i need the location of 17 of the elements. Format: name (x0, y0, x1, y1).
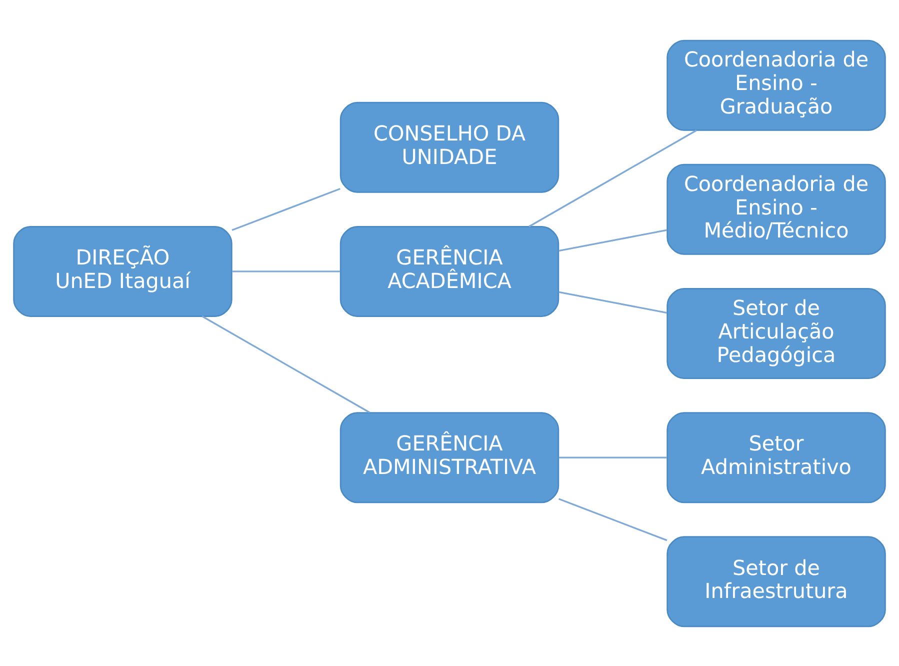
connector (558, 228, 668, 252)
connector (558, 290, 668, 314)
connector (232, 270, 340, 272)
node-box: Setor Administrativo (666, 412, 886, 503)
connector (558, 456, 667, 458)
node-box: GERÊNCIA ACADÊMICA (340, 225, 560, 316)
node-box: Setor de Articulação Pedagógica (666, 288, 886, 378)
node-box: CONSELHO DA UNIDADE (340, 101, 560, 192)
node-box: GERÊNCIA ADMINISTRATIVA (340, 412, 560, 503)
node-box: DIREÇÃO UnED Itaguaí (13, 225, 232, 316)
connector (202, 315, 370, 413)
node-box: Coordenadoria de Ensino - Médio/Técnico (666, 163, 886, 254)
connector (232, 187, 340, 230)
node-box: Coordenadoria de Ensino - Graduação (666, 39, 886, 130)
node-box: Setor de Infraestrutura (666, 536, 886, 627)
connector (528, 129, 697, 227)
connector (558, 498, 668, 541)
